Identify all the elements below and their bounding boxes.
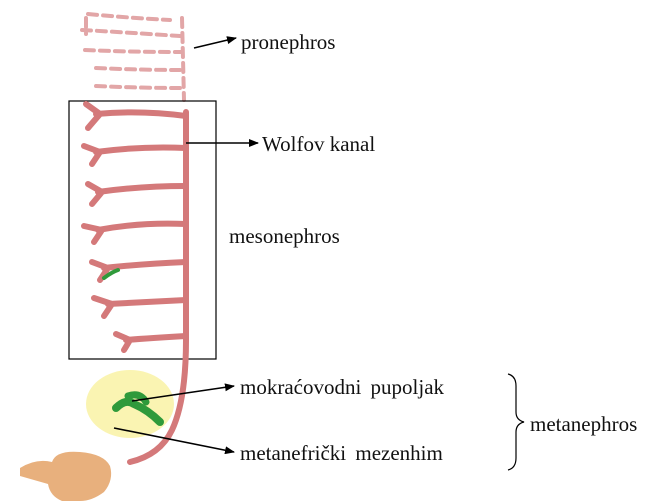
mesonephros-label: mesonephros — [229, 226, 340, 247]
arrow-pronephros — [194, 38, 236, 48]
ureteric-bud-label: mokraćovodni pupoljak — [240, 377, 444, 398]
metanephric-mesenchyme-label: metanefrički mezenhim — [240, 443, 443, 464]
cloaca — [20, 452, 111, 501]
metanephros-label: metanephros — [530, 414, 637, 435]
wolffian-duct-label: Wolfov kanal — [262, 134, 375, 155]
metanephros-bracket — [508, 374, 524, 470]
pronephros-label: pronephros — [241, 32, 335, 53]
pronephros-tubules — [82, 14, 184, 100]
mesonephric-tubules — [84, 104, 186, 350]
